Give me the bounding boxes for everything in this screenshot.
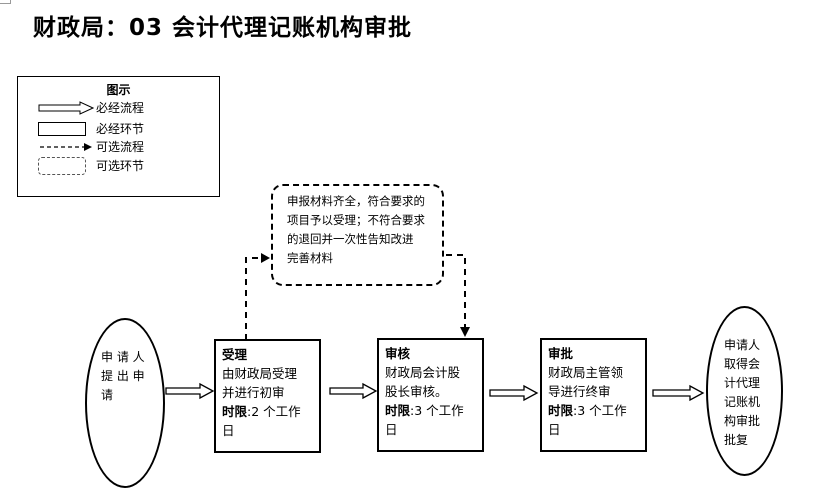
step-desc-line: 由财政局受理 bbox=[222, 366, 298, 381]
step-time-limit: 时限:3 个工作 bbox=[385, 401, 476, 420]
legend-item-optional-step bbox=[38, 157, 86, 175]
note-line: 的退回并一次性告知改进 bbox=[287, 232, 414, 246]
step-desc-line: 股长审核。 bbox=[385, 384, 448, 399]
required-flow-arrow bbox=[329, 382, 378, 400]
step-review: 审核 财政局会计股 股长审核。 时限:3 个工作 日 bbox=[377, 338, 484, 452]
optional-flow-to-note bbox=[245, 253, 270, 340]
time-limit-label: 时限 bbox=[548, 403, 574, 418]
end-line: 取得会 bbox=[724, 357, 761, 371]
corner-mark bbox=[0, 0, 11, 4]
page-title: 财政局：03 会计代理记账机构审批 bbox=[33, 15, 413, 41]
legend-label: 可选环节 bbox=[96, 159, 145, 173]
start-text: 申 请 人 提 出 申 请 bbox=[101, 348, 145, 405]
step-time-limit-tail: 日 bbox=[222, 423, 235, 438]
step-title: 审核 bbox=[385, 346, 411, 361]
legend-item-required-step bbox=[38, 120, 86, 138]
end-line: 记账机 bbox=[724, 395, 761, 409]
legend-title: 图示 bbox=[106, 83, 131, 97]
legend-label: 必经流程 bbox=[96, 101, 145, 115]
time-limit-value: :2 个工作 bbox=[247, 404, 301, 419]
required-flow-arrow bbox=[489, 384, 539, 402]
legend-item-required-flow bbox=[38, 99, 94, 117]
optional-note-box: 申报材料齐全，符合要求的 项目予以受理；不符合要求 的退回并一次性告知改进 完善… bbox=[271, 184, 444, 286]
end-text: 申请人 取得会 计代理 记账机 构审批 批复 bbox=[724, 336, 760, 450]
end-node: 申请人 取得会 计代理 记账机 构审批 批复 bbox=[706, 306, 783, 476]
step-time-limit-tail: 日 bbox=[385, 422, 398, 437]
required-flow-arrow bbox=[165, 382, 215, 400]
end-line: 计代理 bbox=[724, 376, 761, 390]
time-limit-label: 时限 bbox=[222, 404, 248, 419]
legend-label: 必经环节 bbox=[96, 122, 145, 136]
legend-label: 可选流程 bbox=[96, 140, 145, 154]
note-line: 申报材料齐全，符合要求的 bbox=[287, 194, 425, 208]
step-desc-line: 财政局主管领 bbox=[548, 365, 624, 380]
step-desc-line: 导进行终审 bbox=[548, 384, 611, 399]
legend: 图示 必经流程 必经环节 可选流程 可选环节 bbox=[17, 76, 220, 197]
optional-flow-to-review bbox=[446, 254, 470, 337]
step-time-limit: 时限:3 个工作 bbox=[548, 401, 639, 420]
step-title: 受理 bbox=[222, 347, 248, 362]
end-line: 批复 bbox=[724, 433, 749, 447]
step-time-limit-tail: 日 bbox=[548, 422, 561, 437]
time-limit-value: :3 个工作 bbox=[573, 403, 627, 418]
step-approve: 审批 财政局主管领 导进行终审 时限:3 个工作 日 bbox=[540, 338, 647, 452]
solid-box-icon bbox=[38, 122, 86, 136]
dashed-box-icon bbox=[38, 157, 86, 175]
note-line: 项目予以受理；不符合要求 bbox=[287, 213, 425, 227]
start-line: 申 请 人 bbox=[101, 350, 145, 364]
legend-item-optional-flow bbox=[38, 138, 94, 156]
end-line: 申请人 bbox=[724, 338, 761, 352]
step-desc-line: 并进行初审 bbox=[222, 385, 285, 400]
dashed-arrow-icon bbox=[40, 143, 92, 151]
start-line: 提 出 申 bbox=[101, 369, 145, 383]
start-node: 申 请 人 提 出 申 请 bbox=[85, 318, 165, 488]
time-limit-value: :3 个工作 bbox=[410, 403, 464, 418]
note-line: 完善材料 bbox=[287, 251, 333, 265]
end-line: 构审批 bbox=[724, 414, 761, 428]
step-title: 审批 bbox=[548, 346, 574, 361]
time-limit-label: 时限 bbox=[385, 403, 411, 418]
step-time-limit: 时限:2 个工作 bbox=[222, 402, 313, 421]
start-line: 请 bbox=[101, 388, 114, 402]
hollow-arrow-icon bbox=[38, 101, 94, 115]
step-desc-line: 财政局会计股 bbox=[385, 365, 461, 380]
step-accept: 受理 由财政局受理 并进行初审 时限:2 个工作 日 bbox=[214, 339, 321, 453]
required-flow-arrow bbox=[652, 384, 705, 402]
